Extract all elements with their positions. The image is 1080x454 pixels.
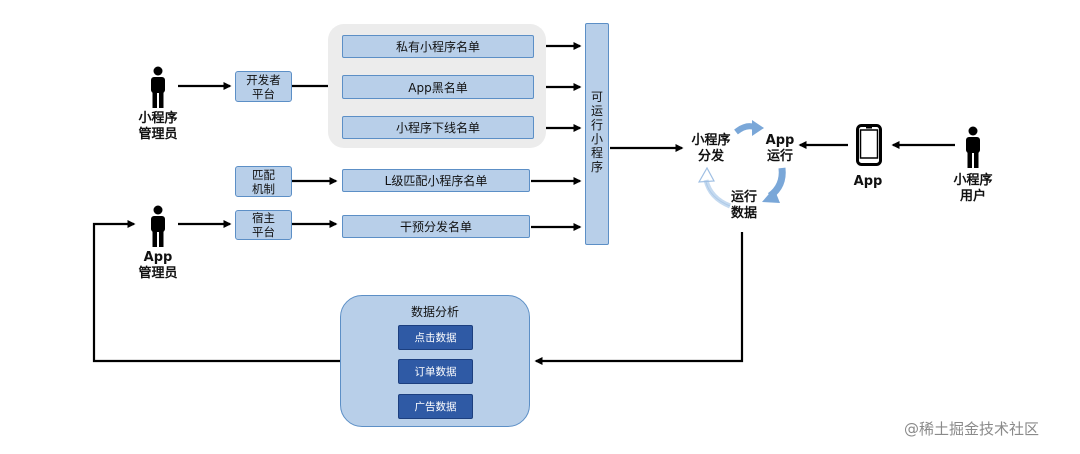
miniprogram-user-label: 小程序 用户 (953, 173, 993, 204)
list-l-level-match: L级匹配小程序名单 (342, 169, 530, 192)
watermark: @稀土掘金技术社区 (904, 420, 1040, 438)
list-private-miniprograms: 私有小程序名单 (342, 35, 534, 58)
app-run-label: App 运行 (765, 133, 795, 164)
cycle-arrow-right (762, 167, 786, 203)
arrow-rundata-to-analysis (534, 232, 744, 365)
list-app-blacklist: App黑名单 (342, 75, 534, 99)
phone-icon (856, 124, 882, 166)
app-label: App (853, 174, 883, 189)
developer-platform: 开发者 平台 (235, 71, 292, 102)
order-data-box: 订单数据 (398, 359, 473, 384)
match-mechanism: 匹配 机制 (235, 166, 292, 197)
miniprogram-admin-label: 小程序 管理员 (138, 111, 178, 142)
person-icon (151, 205, 165, 247)
run-data-label: 运行 数据 (730, 190, 757, 221)
list-offline-miniprograms: 小程序下线名单 (342, 116, 534, 139)
person-icon (966, 126, 980, 168)
runnable-miniprograms-bar (585, 23, 609, 245)
distribute-label: 小程序 分发 (691, 133, 731, 164)
app-admin-label: App 管理员 (138, 250, 178, 281)
cycle-arrow-left (697, 166, 731, 209)
arrow-analysis-to-appadmin (92, 220, 340, 363)
cycle-arrow-top (734, 120, 764, 136)
data-analysis-title: 数据分析 (410, 305, 459, 319)
click-data-box: 点击数据 (398, 325, 473, 350)
runnable-miniprograms-label: 可 运 行 小 程 序 (590, 90, 603, 174)
person-icon (151, 66, 165, 108)
ad-data-box: 广告数据 (398, 394, 473, 419)
host-platform: 宿主 平台 (235, 210, 292, 240)
list-intervention-distribution: 干预分发名单 (342, 215, 530, 238)
